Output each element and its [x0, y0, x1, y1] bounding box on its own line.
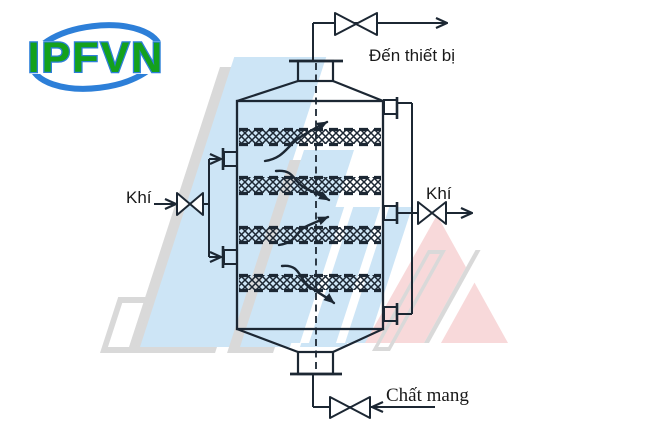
packed-bed-1: [239, 127, 381, 147]
valve-icon-top: [334, 12, 378, 36]
flow-arrow-up-1: [263, 120, 329, 163]
flow-arrows: [263, 120, 336, 305]
gas-outlet-label: Khí: [426, 184, 452, 203]
company-logo: IPFVN: [6, 16, 192, 105]
valve-icon-bottom: [329, 396, 371, 419]
valve-icon-left: [176, 192, 204, 216]
gas-inlet-label: Khí: [126, 188, 152, 207]
flow-arrow-down-2: [280, 264, 336, 305]
to-equipment-label: Đến thiết bị: [369, 46, 455, 65]
packed-bed-4: [239, 273, 381, 293]
logo-text: IPFVN: [28, 34, 165, 82]
carrier-label: Chất mang: [386, 385, 469, 406]
packed-bed-3: [239, 225, 381, 245]
gas-outlet-manifold: [397, 102, 472, 315]
flow-arrow-up-2: [277, 215, 330, 247]
left-nozzles: [221, 148, 238, 268]
vessel-shell: [235, 59, 385, 376]
packed-beds: [239, 127, 381, 293]
right-nozzles: [383, 97, 399, 325]
packed-bed-2: [239, 175, 381, 196]
valve-icon-right: [417, 201, 447, 225]
flow-arrow-down-1: [274, 169, 331, 202]
gas-inlet-manifold: [154, 159, 221, 257]
